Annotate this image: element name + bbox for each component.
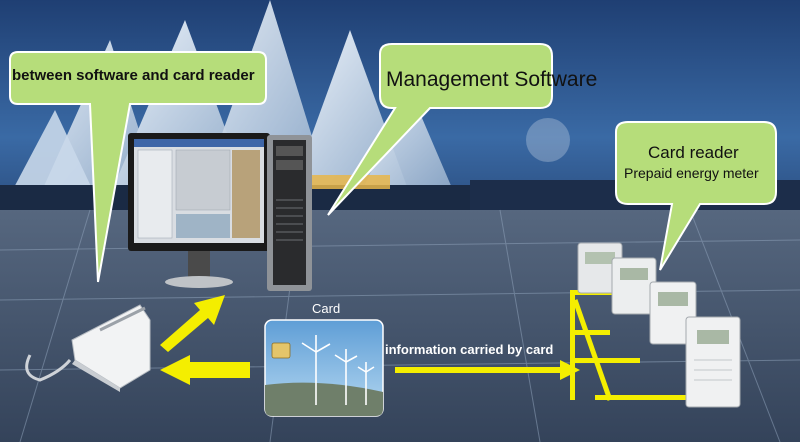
information-label: information carried by card: [385, 342, 554, 357]
callout-prepaid-meter-text: Prepaid energy meter: [624, 165, 759, 181]
card-reader-device-icon: [25, 304, 151, 392]
callout-card-reader-text: Card reader: [648, 143, 739, 162]
pc-tower-icon: [267, 135, 312, 291]
callout-between-text: between software and card reader: [12, 67, 255, 84]
callout-management-bubble: [327, 43, 553, 216]
callout-card-reader-bubble: [615, 121, 777, 271]
energy-meter-icon: [577, 242, 741, 408]
card-label: Card: [312, 301, 341, 316]
smart-card-icon: [264, 319, 384, 417]
callout-management-text: Management Software: [386, 68, 598, 91]
monitor-icon: [128, 133, 270, 288]
callout-between-bubble: [9, 51, 267, 283]
